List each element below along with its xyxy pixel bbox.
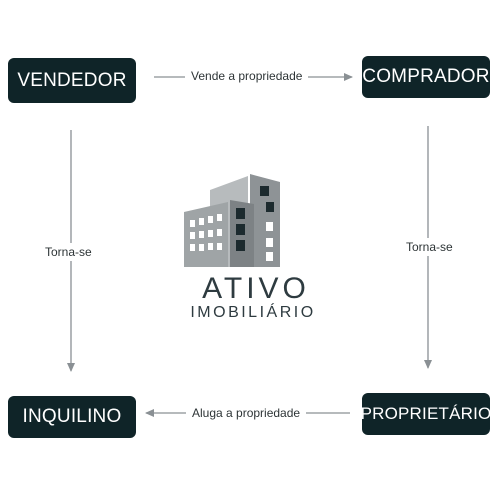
- edge-label-torna-left: Torna-se: [45, 243, 92, 261]
- edge-label-torna-right: Torna-se: [406, 238, 453, 256]
- logo-tagline: IMOBILIÁRIO: [190, 304, 316, 321]
- node-comprador: COMPRADOR: [362, 56, 490, 98]
- edge-label-vende: Vende a propriedade: [185, 69, 309, 83]
- building-icon: [184, 174, 280, 267]
- edge-label-aluga: Aluga a propriedade: [186, 406, 307, 420]
- logo-name: ATIVO: [202, 272, 310, 305]
- node-inquilino: INQUILINO: [8, 396, 136, 438]
- node-proprietario: PROPRIETÁRIO: [361, 393, 491, 435]
- node-vendedor: VENDEDOR: [8, 58, 136, 103]
